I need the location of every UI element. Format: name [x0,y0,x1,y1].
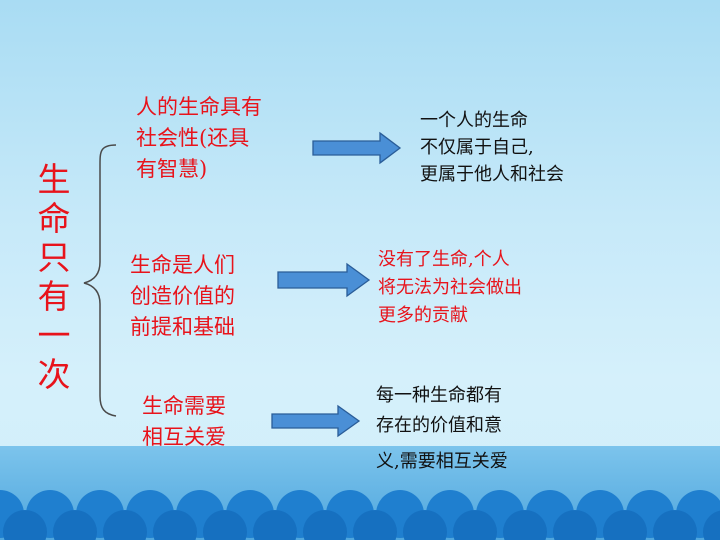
text-line: 相互关爱 [142,425,226,449]
central-title: 生 命 只 有 一 次 [34,160,74,394]
title-char: 生 [37,160,71,199]
branch-3-point: 生命需要 相互关爱 [142,391,226,453]
title-char: 只 [37,238,71,277]
text-line: 没有了生命,个人 [378,249,510,270]
branch-3-explanation: 每一种生命都有 存在的价值和意 义,需要相互关爱 [376,381,508,477]
text-line: 前提和基础 [130,315,235,339]
text-line: 更属于他人和社会 [420,164,564,185]
branch-1-explanation: 一个人的生命 不仅属于自己, 更属于他人和社会 [420,107,564,188]
text-line: 将无法为社会做出 [378,277,522,298]
arrow-3-icon [271,404,361,438]
text-line: 一个人的生命 [420,110,528,131]
text-line: 不仅属于自己, [420,137,534,158]
arrow-2-icon [277,262,371,298]
title-char: 次 [37,355,71,394]
title-char: 有 [37,277,71,316]
text-line: 更多的贡献 [378,305,468,326]
text-line: 有智慧) [136,157,208,181]
text-line: 存在的价值和意 [376,415,502,436]
branch-2-explanation: 没有了生命,个人 将无法为社会做出 更多的贡献 [378,246,522,330]
title-char: 一 [37,316,71,355]
text-line: 生命需要 [142,394,226,418]
text-line: 社会性(还具 [136,126,250,150]
text-line: 义,需要相互关爱 [376,451,508,472]
arrow-1-icon [312,131,402,165]
text-line: 人的生命具有 [136,95,262,119]
left-brace [83,144,117,417]
text-line: 生命是人们 [130,253,235,277]
wave-decoration [0,490,720,540]
text-line: 创造价值的 [130,284,235,308]
text-line: 每一种生命都有 [376,385,502,406]
branch-1-point: 人的生命具有 社会性(还具 有智慧) [136,92,262,185]
title-char: 命 [37,199,71,238]
branch-2-point: 生命是人们 创造价值的 前提和基础 [130,250,235,343]
